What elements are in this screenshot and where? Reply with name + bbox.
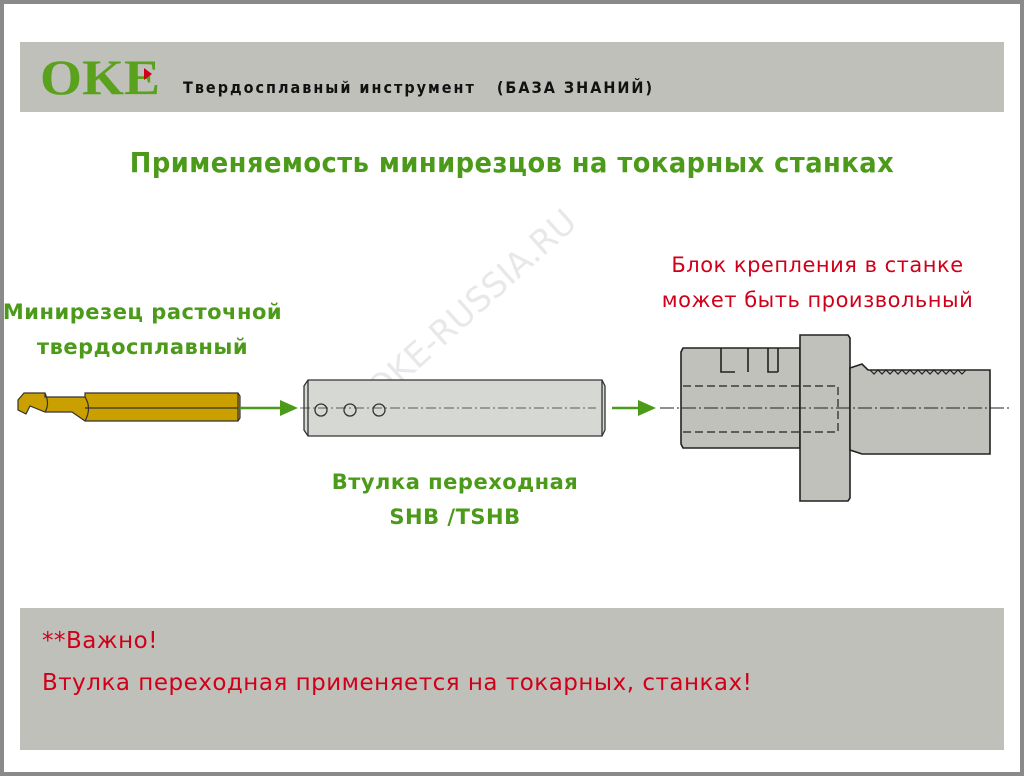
- arrow-icon: [240, 400, 656, 416]
- mini-cutter-label-line1: Минирезец расточной: [2, 300, 283, 324]
- notice-important: **Важно!: [42, 628, 158, 654]
- mini-cutter-drawing: [17, 392, 241, 422]
- sleeve-label: Втулка переходная SHB /TSHB: [300, 465, 610, 535]
- svg-text:OKE: OKE: [40, 52, 160, 98]
- notice-text: Втулка переходная применяется на токарны…: [42, 670, 753, 696]
- page-title: Применяемость минирезцов на токарных ста…: [129, 146, 895, 179]
- block-label-line2: может быть произвольный: [661, 288, 974, 312]
- holder-block-drawing: [660, 334, 1010, 502]
- block-label: Блок крепления в станке может быть произ…: [630, 248, 1005, 318]
- header-subtitle: Твердосплавный инструмент (БАЗА ЗНАНИЙ): [183, 78, 655, 97]
- tooling-drawing: [17, 334, 1010, 502]
- sleeve-drawing: [300, 379, 606, 437]
- mini-cutter-label: Минирезец расточной твердосплавный: [0, 295, 285, 365]
- notice-band: **Важно! Втулка переходная применяется н…: [20, 608, 1004, 750]
- mini-cutter-label-line2: твердосплавный: [36, 335, 249, 359]
- header-band: OKE Твердосплавный инструмент (БАЗА ЗНАН…: [20, 42, 1004, 112]
- block-label-line1: Блок крепления в станке: [671, 253, 964, 277]
- oke-logo: OKE: [40, 52, 160, 98]
- sleeve-label-line1: Втулка переходная: [331, 470, 579, 494]
- sleeve-label-line2: SHB /TSHB: [389, 505, 521, 529]
